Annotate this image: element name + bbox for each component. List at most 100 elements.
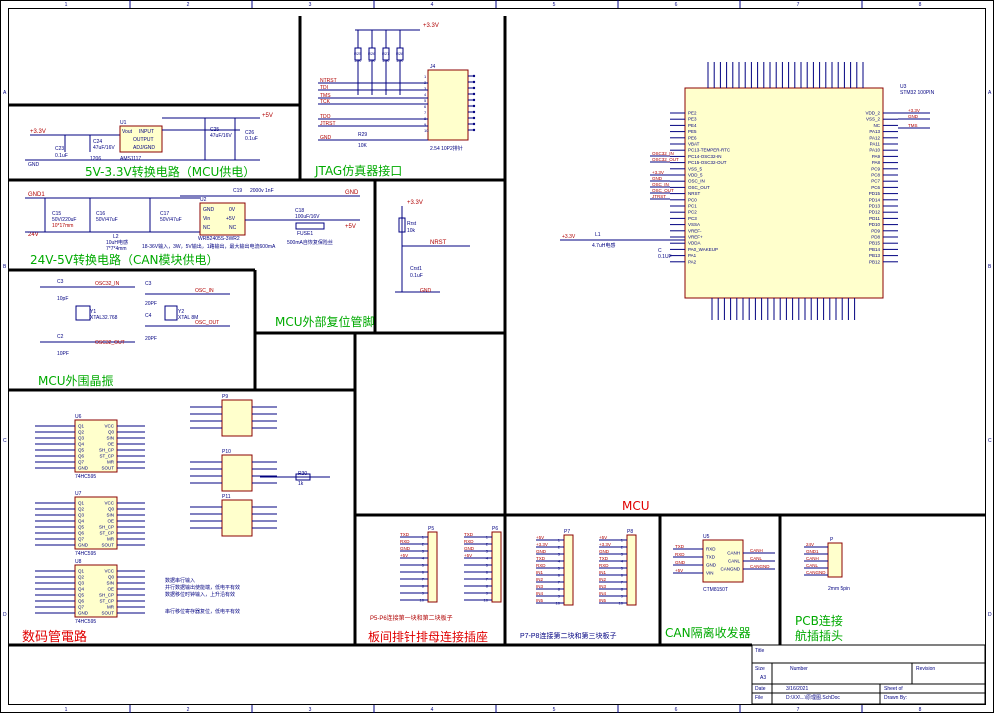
mcu-c-val: 0.1UF [658,254,672,260]
jtag-net-gnd: GND [320,135,332,141]
tb-number: Number [790,666,808,672]
j4-pin-num: 6 [424,104,427,109]
header-pin-num: 8 [422,584,425,589]
24v-label: 24V [28,232,39,238]
header-net: +3.3V [536,542,548,547]
y1-part: XTAL32.768 [90,315,118,321]
display-header-ref: P9 [222,394,228,400]
section-dividers [9,16,985,647]
mcu-pin-right: PB12 [869,259,881,264]
mcu-pin-right: PD10 [869,222,881,227]
mcu-right-net: +3.3V [908,108,920,113]
mcu-pin-right: VSS_2 [866,117,881,122]
display-title: 数码管電路 [22,629,87,645]
mcu-3v3-net: +3.3V [562,234,576,240]
u1-pin-output: OUTPUT [133,137,154,143]
header-pin-num: 6 [486,570,489,575]
display-chip-pin-l: Q2 [78,430,85,435]
header-p5 [427,531,438,603]
header-p7 [563,534,574,606]
c3b-val: 20PF [145,301,157,307]
jtag-resistor-ref: R28 [396,51,404,56]
display-chip-pin-r: SIN [106,513,114,518]
c17-val: 50V/47uF [160,217,182,223]
border-col-2: 2 [187,2,190,8]
header-pin-num: 5 [558,566,561,571]
display-chip-pin-l: Q7 [78,537,85,542]
header-pin-num: 1 [486,535,489,540]
j4-pin-dot [472,92,476,96]
j4-pin-num: 8 [424,116,427,121]
mcu-left-net: OSC32_OUT [652,157,679,162]
u1-part: AMS1117 [120,156,141,162]
jtag-vcc: +3.3V [423,23,439,29]
border-row-A: A [3,90,7,96]
display-chip-pin-r: OE [107,519,114,524]
header-pin-num: 10 [619,601,624,606]
border-col-bottom-4: 4 [431,707,434,713]
display-chip-pin-l: Q5 [78,448,85,453]
mcu-left-net: +3.3V [652,170,664,175]
display-chip-pin-r: MR [107,460,115,465]
header-p6 [491,531,502,603]
header-pin-num: 8 [621,587,624,592]
u1-pin-input: INPUT [139,129,154,135]
display-header-p10 [221,454,253,492]
crystal-title: MCU外围晶振 [38,374,114,388]
j4-pin-num: 4 [424,92,427,97]
display-note: 并行数据输出使能端，低电平有效 [165,584,240,591]
u2-pin-0v: 0V [229,207,236,213]
net-5v-label: +5V [262,113,273,119]
border-row-right-B: B [988,264,992,270]
header-pin-num: 8 [558,587,561,592]
mcu-pin-left: PA0_WAKEUP [688,247,718,252]
tb-file: File [755,695,763,701]
header-net: IN2 [536,577,544,582]
r29-val: 10K [358,143,368,149]
display-chip-pin-l: Q4 [78,519,85,524]
c15-pkg: 10*17mm [52,223,73,229]
pcb-title-line2: 航插插头 [795,628,843,643]
mcu-pin-left: VSSA [688,222,700,227]
display-chip-part: 74HC595 [75,474,96,480]
header-net: +3.3V [599,542,611,547]
display-chip-pin-r: SH_CP [99,593,114,598]
c2-val: 10PF [57,351,69,357]
header-net: RXD [599,563,609,568]
display-chip-pin-l: Q3 [78,436,85,441]
mcu-section: U3 STM32 100PIN PE2PE3PE4PE5PE6VBATPC13-… [560,62,935,513]
display-chip-pin-r: MR [107,537,115,542]
c16-val: 50V/47uF [96,217,118,223]
y2-part: XTAL 8M [178,315,198,321]
header-net: +5V [536,535,544,540]
mcu-pin-left: PE3 [688,117,697,122]
mcu-pin-left: VDD_5 [688,173,703,178]
can-5v-label: +5V [345,224,356,230]
header-pin-num: 7 [558,580,561,585]
header-pin-num: 4 [422,556,425,561]
header-pin-num: 4 [558,559,561,564]
tb-sheet: Sheet of [884,686,903,692]
header-net: IN3 [536,584,544,589]
can-section: U5 CTM8150T RXDTXDTXDRXDGNDGNDVIN+5VCANH… [665,534,775,640]
r30-body [295,473,311,481]
pcb-net: CANH [806,556,819,561]
header-pin-num: 7 [621,580,624,585]
header-net: IN5 [599,598,607,603]
mcu-pin-right: PD14 [869,197,881,202]
c24-val: 47uF/16V [93,145,115,151]
border-col-bottom-1: 1 [65,707,68,713]
display-chip-pin-r: Q0 [108,430,115,435]
r29-ref: R29 [358,132,367,138]
mcu-pin-right: PA9 [872,154,881,159]
board-conn-title: 板间排针排母连接插座 [368,629,488,644]
j4-pin-num: 1 [424,74,427,79]
fuse-ref: FUSE1 [297,231,313,237]
header-pin-num: 3 [558,552,561,557]
mcu-pin-left: VDDA [688,241,701,246]
header-pin-num: 10 [484,598,489,603]
c15-val: 50V/220uF [52,217,76,223]
mcu-right-net: GND [908,114,919,119]
